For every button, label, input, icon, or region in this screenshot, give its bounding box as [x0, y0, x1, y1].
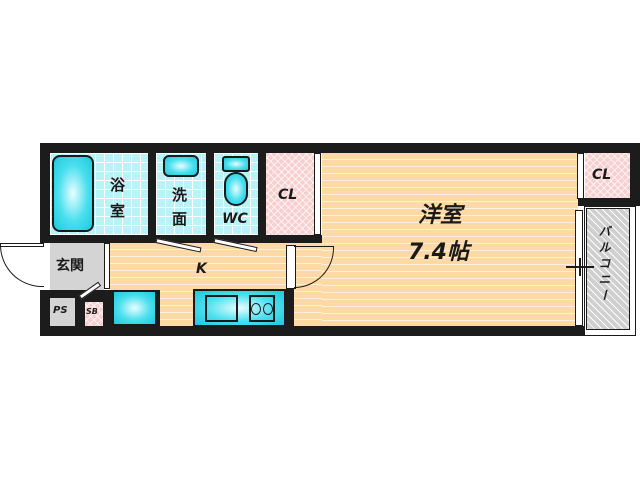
outer-wall-right [630, 143, 640, 203]
entrance [50, 243, 104, 290]
bathroom-label-2: 室 [110, 202, 126, 220]
closet-left-bottom-wall [266, 235, 322, 243]
outer-wall-top [40, 143, 640, 153]
bathtub-icon [52, 155, 94, 232]
wall-bath-wash [148, 153, 156, 243]
washbasin-icon [163, 155, 199, 177]
toilet-label: WC [222, 211, 248, 227]
sink-icon [205, 295, 238, 322]
closet-left-door[interactable] [314, 153, 321, 235]
front-door-frame [0, 243, 44, 247]
closet-right [585, 153, 630, 198]
closet-left [266, 153, 318, 235]
bathroom-entrance-wall [50, 235, 148, 243]
balcony [586, 208, 630, 330]
outer-wall-bottom [40, 326, 585, 336]
burner-icon [251, 302, 261, 315]
western-room-size: 7.4帖 [408, 240, 469, 265]
pipe-space-label: PS [53, 305, 68, 316]
outer-wall-left-lower [40, 290, 50, 336]
western-room-label: 洋室 [418, 203, 463, 228]
shoe-box-label: SB [86, 307, 98, 316]
toilet-icon [224, 172, 248, 206]
washing-machine-icon [112, 290, 157, 326]
window-crosshair-v [579, 258, 581, 276]
washroom-label-1: 洗 [172, 186, 188, 204]
shoe-box [85, 302, 103, 326]
burner-icon [263, 302, 273, 315]
bathroom-label-1: 浴 [110, 176, 126, 194]
wall-wet-bottom [156, 235, 266, 243]
counter-right-wall [286, 289, 294, 326]
closet-right-label: CL [592, 167, 612, 183]
kitchen-label: K [196, 261, 207, 277]
stove-icon [249, 295, 275, 322]
entrance-label: 玄関 [56, 258, 84, 274]
closet-right-bottom-wall [578, 198, 640, 206]
wall-wc-cl [258, 153, 266, 243]
closet-right-door[interactable] [577, 153, 584, 199]
front-door[interactable] [0, 245, 44, 287]
outer-wall-left-upper [40, 143, 50, 243]
toilet-tank-icon [222, 156, 250, 172]
entrance-step [104, 243, 110, 289]
closet-left-label: CL [278, 187, 298, 203]
western-room [322, 153, 578, 326]
balcony-label: バルコニー [597, 225, 611, 305]
pipe-space [50, 298, 75, 326]
washroom-label-2: 面 [172, 210, 188, 228]
wall-wash-wc [206, 153, 214, 243]
